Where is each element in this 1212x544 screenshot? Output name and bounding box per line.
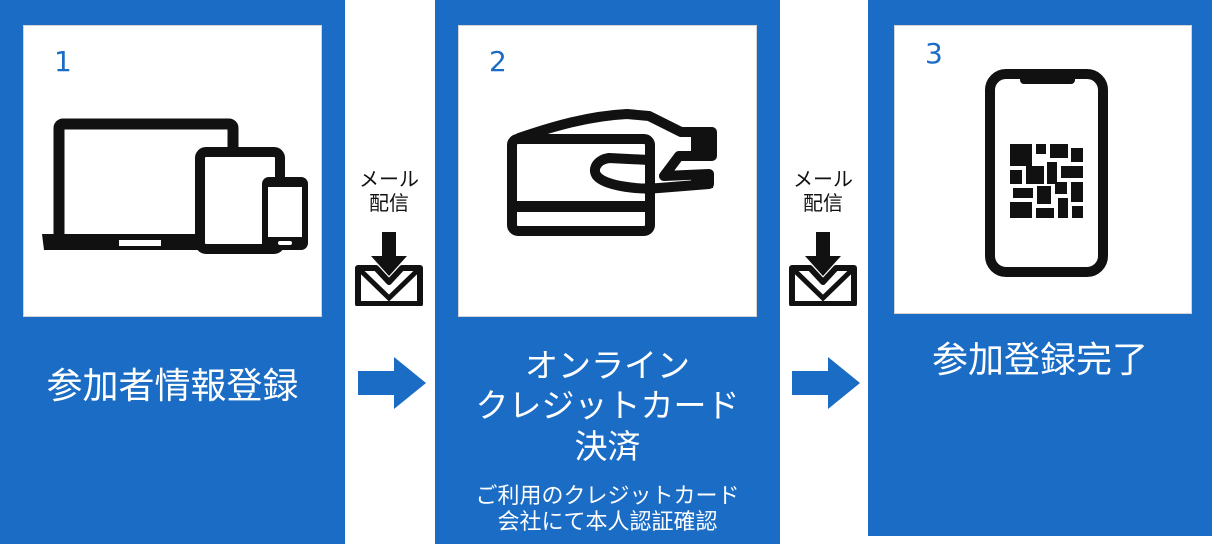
step-2-note: ご利用のクレジットカード 会社にて本人認証確認 bbox=[435, 484, 780, 536]
step-1-panel: 1 参加者情報登録 bbox=[0, 0, 345, 544]
devices-icon bbox=[42, 118, 308, 254]
step-2-title-line-2: クレジットカード bbox=[475, 386, 740, 426]
step-2-title: オンライン クレジットカード 決済 bbox=[435, 346, 780, 467]
step-2-note-line-1: ご利用のクレジットカード bbox=[475, 484, 740, 509]
credit-card-hand-icon bbox=[507, 109, 717, 236]
smartphone-qr-icon bbox=[985, 69, 1108, 277]
connector-2: メール 配信 bbox=[778, 167, 868, 215]
mail-download-icon bbox=[789, 232, 857, 306]
step-2-number: 2 bbox=[489, 45, 507, 78]
connector-1-label-line-2: 配信 bbox=[369, 191, 409, 215]
step-2-title-line-1: オンライン bbox=[525, 346, 690, 385]
step-2-illustration-box: 2 bbox=[458, 25, 757, 317]
step-3-panel: 3 参加登録 bbox=[868, 0, 1212, 536]
right-arrow-icon bbox=[358, 357, 426, 409]
step-1-illustration-box: 1 bbox=[23, 25, 322, 317]
step-2-panel: 2 オンライン クレジットカード 決済 ご利用のクレジットカード 会社にて本人認… bbox=[435, 0, 780, 544]
step-1-title: 参加者情報登録 bbox=[46, 366, 299, 407]
mail-download-icon bbox=[355, 232, 423, 306]
step-2-note-line-2: 会社にて本人認証確認 bbox=[497, 509, 718, 535]
connector-1-label-line-1: メール bbox=[359, 167, 419, 191]
step-1-number: 1 bbox=[54, 45, 72, 78]
step-3-title: 参加登録完了 bbox=[931, 340, 1148, 381]
step-2-title-line-3: 決済 bbox=[574, 426, 641, 466]
connector-2-label-line-2: 配信 bbox=[803, 191, 843, 215]
step-3-illustration-box: 3 bbox=[894, 25, 1192, 314]
right-arrow-icon bbox=[792, 357, 860, 409]
connector-2-label-line-1: メール bbox=[793, 167, 853, 191]
connector-1: メール 配信 bbox=[344, 167, 434, 215]
step-3-number: 3 bbox=[925, 37, 943, 70]
